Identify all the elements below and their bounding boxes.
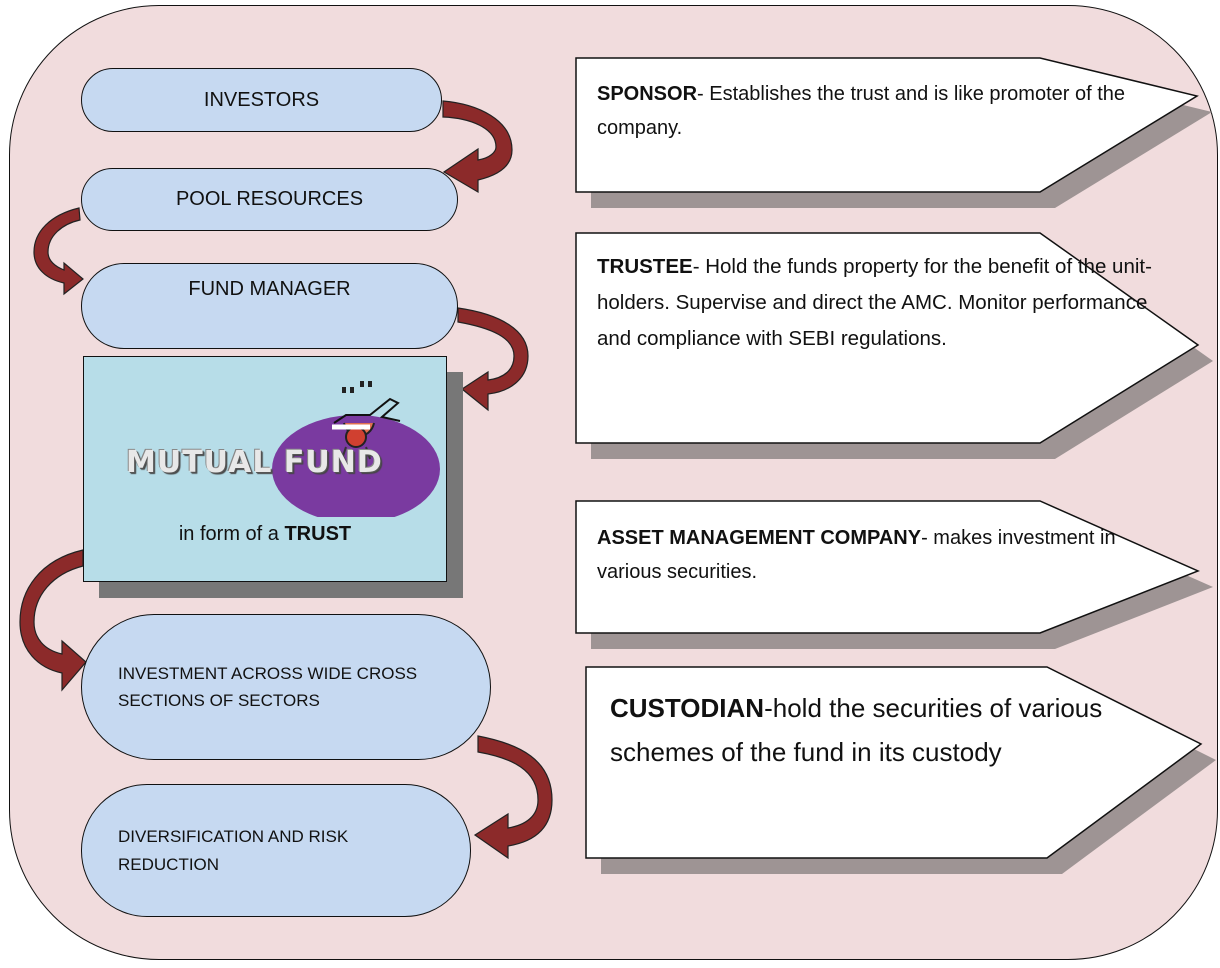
- arrow-pool-to-fund: [33, 207, 84, 296]
- arrow-investment-to-diversification: [473, 735, 553, 860]
- mutual-fund-node: MUTUAL FUND in form of a TRUST: [83, 356, 447, 582]
- amc-title: ASSET MANAGEMENT COMPANY: [597, 527, 922, 549]
- sponsor-title: SPONSOR: [597, 83, 698, 105]
- sponsor-desc: - Establishes the trust and is like prom…: [597, 83, 1126, 139]
- investment-label: INVESTMENT ACROSS WIDE CROSS SECTIONS OF…: [118, 663, 418, 710]
- pool-resources-node: POOL RESOURCES: [81, 168, 458, 231]
- arrow-investors-to-pool: [442, 100, 513, 194]
- trustee-title: TRUSTEE: [597, 255, 693, 278]
- mutual-fund-logo: [272, 381, 440, 517]
- custodian-title: CUSTODIAN: [610, 693, 765, 723]
- sponsor-callout: [575, 57, 1199, 193]
- mutual-fund-logo-text: MUTUAL FUND: [126, 445, 383, 480]
- investors-label: INVESTORS: [203, 88, 320, 111]
- logo-dots: [342, 381, 372, 393]
- amc-callout: [575, 500, 1200, 634]
- custodian-desc: -hold the securities of various schemes …: [610, 693, 1103, 767]
- mutual-fund-caption: in form of a TRUST: [84, 523, 446, 546]
- fund-manager-node: FUND MANAGER: [81, 263, 458, 349]
- logo-figure-icon: [332, 397, 401, 460]
- diversification-node: DIVERSIFICATION AND RISK REDUCTION: [81, 784, 471, 917]
- trustee-text: TRUSTEE- Hold the funds property for the…: [597, 249, 1157, 357]
- custodian-text: CUSTODIAN-hold the securities of various…: [610, 686, 1130, 774]
- investment-node: INVESTMENT ACROSS WIDE CROSS SECTIONS OF…: [81, 614, 491, 760]
- amc-desc: - makes investment in various securities…: [597, 527, 1116, 583]
- caption-prefix: in form of a: [178, 523, 285, 545]
- trustee-callout: [575, 232, 1200, 444]
- trustee-desc: - Hold the funds property for the benefi…: [597, 255, 1152, 350]
- investors-node: INVESTORS: [81, 68, 442, 132]
- fund-manager-label: FUND MANAGER: [188, 278, 351, 300]
- sponsor-text: SPONSOR- Establishes the trust and is li…: [597, 77, 1187, 145]
- custodian-callout: [585, 666, 1203, 859]
- arrow-mutual-to-investment: [19, 549, 87, 692]
- caption-trust: TRUST: [284, 523, 352, 545]
- amc-text: ASSET MANAGEMENT COMPANY- makes investme…: [597, 521, 1177, 589]
- pool-resources-label: POOL RESOURCES: [175, 188, 364, 210]
- diversification-label: DIVERSIFICATION AND RISK REDUCTION: [118, 827, 349, 874]
- logo-ellipse: [272, 415, 440, 517]
- arrow-fund-to-mutual: [457, 307, 529, 412]
